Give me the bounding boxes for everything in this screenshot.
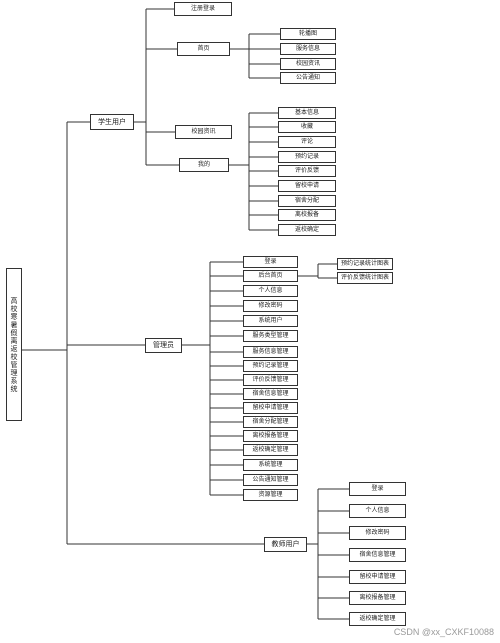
admin-item-system-users: 系统用户 [243,315,298,327]
student-home-node: 首页 [177,42,230,56]
admin-node: 管理员 [145,338,182,353]
mine-item-leave-report: 离校报备 [278,209,336,221]
teacher-item-return-confirm: 返校确定管理 [349,612,406,626]
teacher-item-profile: 个人信息 [349,504,406,518]
admin-item-service-type: 服务类型管理 [243,330,298,342]
admin-home-booking-chart: 预约记录统计图表 [337,258,393,270]
admin-item-return-confirm: 返校确定管理 [243,444,298,456]
csdn-watermark: CSDN @xx_CXKF10088 [393,627,494,637]
admin-item-booking-records: 预约记录管理 [243,360,298,372]
teacher-item-dorm-info: 宿舍信息管理 [349,548,406,562]
admin-item-change-password: 修改密码 [243,300,298,312]
teacher-item-leave-report: 离校报备管理 [349,591,406,605]
admin-item-resource-management: 资源管理 [243,489,298,501]
mine-item-favorites: 收藏 [278,121,336,133]
mine-item-booking-records: 预约记录 [278,151,336,163]
admin-item-login: 登录 [243,256,298,268]
mine-item-basic-info: 基本信息 [278,107,336,119]
admin-item-system-management: 系统管理 [243,459,298,471]
admin-item-notice-management: 公告通知管理 [243,474,298,486]
admin-item-dorm-info: 宿舍信息管理 [243,388,298,400]
mine-item-return-confirm: 返校确定 [278,224,336,236]
mine-node: 我的 [179,158,229,172]
admin-item-service-info: 服务信息管理 [243,346,298,358]
mine-item-dorm-assignment: 宿舍分配 [278,195,336,207]
admin-item-leave-report: 离校报备管理 [243,430,298,442]
teacher-item-login: 登录 [349,482,406,496]
admin-home-feedback-chart: 评价反馈统计图表 [337,272,393,284]
campus-news-node: 校园资讯 [175,125,232,139]
home-item-notices: 公告通知 [280,72,336,84]
student-user-node: 学生用户 [90,114,134,130]
admin-item-dorm-assignment: 宿舍分配管理 [243,416,298,428]
admin-item-stay-application: 留校申请管理 [243,402,298,414]
root-node: 高校寒暑假离返校管理系统 [6,268,22,421]
teacher-user-node: 教师用户 [264,537,307,552]
admin-item-feedback: 评价反馈管理 [243,374,298,386]
teacher-item-change-password: 修改密码 [349,526,406,540]
register-login-node: 注册登录 [174,2,232,16]
admin-item-profile: 个人信息 [243,285,298,297]
mine-item-comments: 评论 [278,136,336,148]
root-label: 高校寒暑假离返校管理系统 [10,296,18,393]
home-item-service-info: 服务信息 [280,43,336,55]
home-item-campus-news: 校园资讯 [280,58,336,70]
admin-item-dashboard: 后台首页 [243,270,298,282]
mine-item-feedback: 评价反馈 [278,165,336,177]
home-item-carousel: 轮播图 [280,28,336,40]
mine-item-stay-application: 留校申请 [278,180,336,192]
teacher-item-stay-application: 留校申请管理 [349,570,406,584]
